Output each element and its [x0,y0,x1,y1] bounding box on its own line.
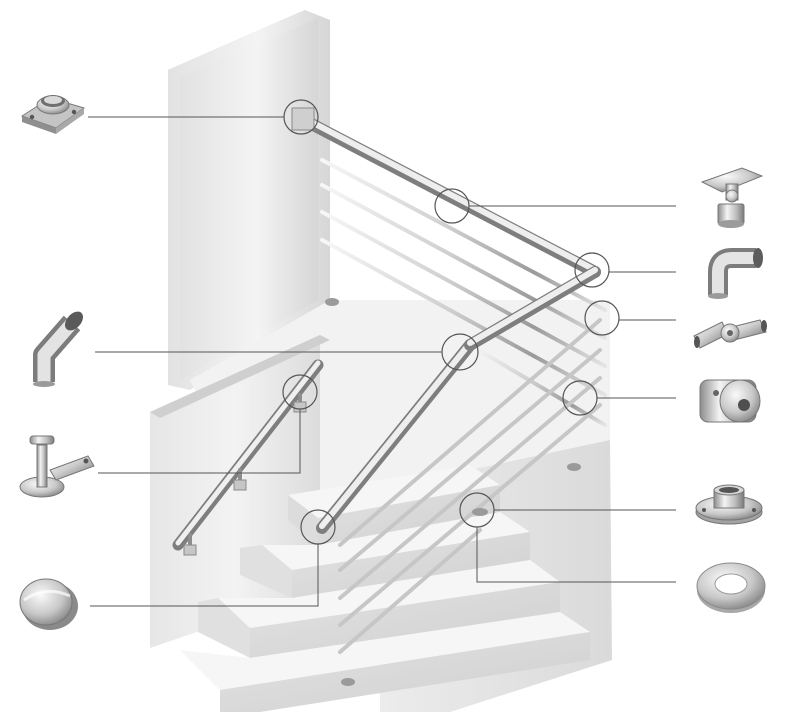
wall-bracket-plate-2 [233,479,247,491]
landing-rail-shine [467,267,598,346]
lower-post-bases [341,508,488,686]
wall-bracket-icon [19,435,95,498]
callout-elbow-90 [574,252,610,288]
upper-handrail-shine [297,113,598,273]
elbow-90-icon [708,248,763,299]
lower-bar-1 [338,318,602,547]
leader-wall-bracket [98,409,301,474]
lower-bar-3 [338,376,602,600]
wall-flange-plate [291,107,315,131]
upper-bar-2 [320,183,607,340]
wall-bracket-plate-3 [183,544,197,556]
end-cap-icon [19,578,78,630]
lower-bar-4 [338,403,602,627]
leader-cover-ring [476,527,676,583]
lower-handrail-shine [319,340,473,529]
upper-bar-3 [320,210,607,368]
step-3-tread [218,560,560,628]
lower-handrail [316,266,601,534]
wall-handrail [172,359,324,556]
lower-bar-2 [338,348,602,572]
step-3-riser [198,598,250,658]
lower-bar-5 [338,528,482,654]
step-4-tread [180,612,590,690]
cross-bar-holder-icon [699,379,761,423]
upper-bar-5 [468,343,607,427]
upper-cross-bars [320,158,607,427]
step-4-front [220,632,590,712]
leader-end-cap [90,544,319,607]
square-wall-flange-icon [20,95,86,134]
lower-wall-top [150,335,330,418]
post-a-base [325,298,339,306]
leader-lines [88,116,676,607]
callout-adjustable-elbow [584,300,620,336]
elbow-135-icon [33,311,84,387]
adjustable-tee-bracket-icon [700,167,764,228]
adjustable-elbow-icon [693,319,767,349]
upper-bar-1 [320,158,607,312]
step-2-tread [262,512,530,570]
tall-wall-face [180,18,318,380]
upper-post-bases [325,298,581,471]
upper-handrail [294,112,601,278]
post-d-base [472,508,488,516]
lower-posts [344,348,484,684]
lower-railing [316,266,602,686]
wall-handrail-shine [175,360,321,546]
step-3-front [250,582,560,658]
step-2-riser [240,545,292,598]
upper-bar-4 [320,238,607,397]
lower-cross-bars [338,318,602,654]
post-c-base [567,463,581,471]
cover-ring-icon [696,562,766,613]
round-base-flange-icon [695,484,763,525]
post-e-base [341,678,355,686]
